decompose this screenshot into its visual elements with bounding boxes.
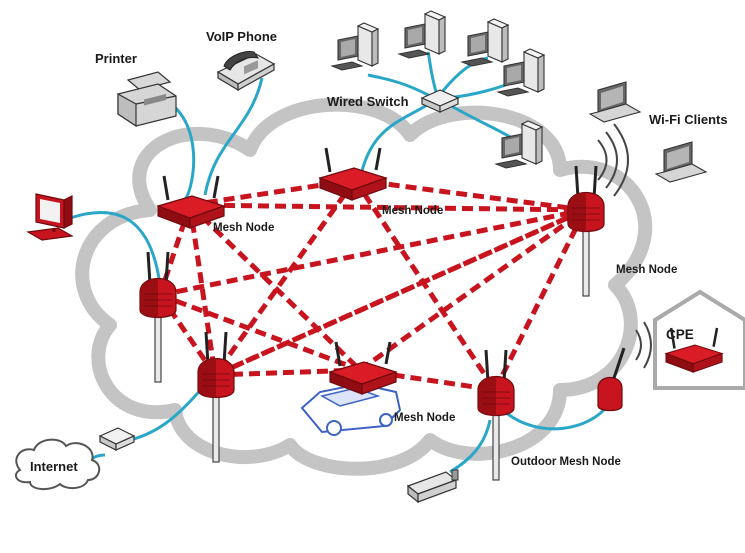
camera-icon (406, 469, 459, 504)
cable-node-repeater (504, 404, 610, 431)
phone-icon (216, 51, 276, 92)
cable-switch-router (358, 100, 433, 181)
printer-icon (117, 71, 177, 128)
wifi-clients-label: Wi-Fi Clients (649, 112, 728, 127)
cable-camera-node (449, 419, 492, 474)
outdoor-mesh-node-label: Outdoor Mesh Node (511, 456, 621, 468)
network-switch-icon (420, 89, 460, 113)
cable-switch-pc2 (426, 51, 438, 93)
mesh-node-label-2: Mesh Node (382, 205, 443, 217)
modem-icon (98, 427, 136, 451)
voip-phone-label: VoIP Phone (206, 29, 277, 44)
cloud-icon (14, 438, 101, 490)
printer-label: Printer (95, 51, 137, 66)
wired-switch-label: Wired Switch (327, 94, 409, 109)
cable-desktop-node (69, 211, 162, 286)
mesh-node-label-1: Mesh Node (213, 222, 274, 234)
desktop-computer-icon (26, 193, 74, 241)
mesh-node-label-3: Mesh Node (616, 264, 677, 276)
mesh-node-label-4: Mesh Node (394, 412, 455, 424)
outdoor-node-icon (597, 347, 626, 412)
cable-switch-pc1 (367, 73, 431, 98)
cable-voip (203, 77, 264, 196)
internet-label: Internet (30, 459, 78, 474)
wifi-signal-icon (635, 321, 652, 369)
wifi-signal-icon (597, 123, 629, 197)
